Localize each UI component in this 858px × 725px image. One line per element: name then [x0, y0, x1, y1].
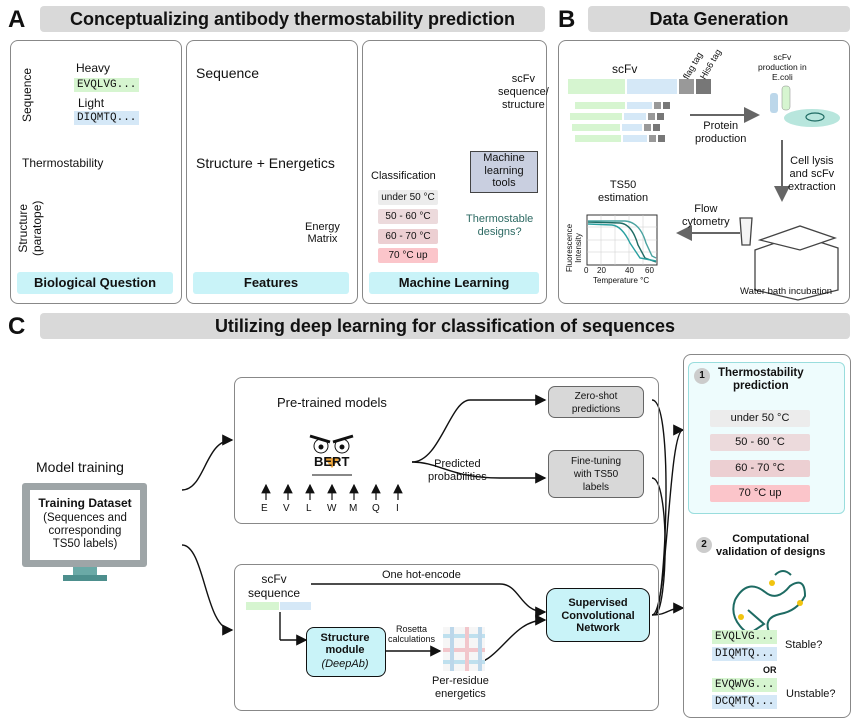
- training-dataset-title: Training Dataset: [38, 496, 132, 510]
- panel-b-title: Data Generation: [588, 6, 850, 32]
- e-coli-tube-icon: [770, 85, 840, 127]
- water-bath-icon: [739, 217, 839, 301]
- tick-20: 20: [597, 266, 606, 275]
- designed-protein-icon: [732, 570, 807, 637]
- protein-production-label: Protein production: [695, 120, 747, 145]
- features-panel: [186, 40, 358, 304]
- panel-a-letter: A: [8, 6, 26, 33]
- token-q: Q: [372, 503, 380, 514]
- flow-cytometry-label: Flow cytometry: [682, 203, 730, 228]
- thermostable-designs-label: Thermostable designs?: [466, 213, 534, 238]
- side-class-60-70: 60 - 70 °C: [710, 460, 810, 477]
- panel-a-title: Conceptualizing antibody thermostability…: [40, 6, 545, 32]
- model-training-label: Model training: [36, 459, 124, 475]
- step-1-badge: 1: [694, 368, 710, 384]
- data-generation-panel: [558, 40, 850, 304]
- ml-tools-box: Machine learning tools: [470, 151, 538, 193]
- design2-light-seq: DCQMTQ...: [712, 695, 778, 709]
- panel-c-letter: C: [8, 313, 26, 340]
- one-hot-label: One hot-encode: [382, 569, 461, 581]
- monitor-icon: [22, 483, 147, 581]
- supervised-cnn-box: Supervised Convolutional Network: [546, 588, 650, 642]
- class-50-60: 50 - 60 °C: [378, 209, 438, 224]
- ts50-estimation-label: TS50 estimation: [598, 179, 649, 204]
- thermostability-label: Thermostability: [22, 156, 104, 170]
- tick-0: 0: [584, 266, 589, 275]
- heavy-label: Heavy: [76, 61, 111, 75]
- light-seq: DIQMTQ...: [74, 111, 140, 125]
- scfv-seq-blue: [280, 602, 311, 610]
- design1-heavy-seq: EVQLVG...: [712, 630, 778, 644]
- design2-heavy-seq: EVQWVG...: [712, 678, 778, 692]
- panel-b-letter: B: [558, 6, 576, 33]
- tick-60: 60: [645, 266, 654, 275]
- features-footer: Features: [193, 272, 349, 294]
- scfv-sequence-label: scFv sequence: [248, 572, 301, 600]
- side-class-70-up: 70 °C up: [710, 485, 810, 502]
- classification-label: Classification: [371, 170, 436, 182]
- to-cnn-arrow: [181, 544, 234, 636]
- light-label: Light: [78, 96, 105, 110]
- features-sequence-label: Sequence: [196, 65, 260, 81]
- features-structure-label: Structure + Energetics: [196, 155, 335, 171]
- scfv-structure-label: scFv sequence/ structure: [498, 73, 549, 111]
- validation-title: Computational validation of designs: [716, 533, 826, 558]
- side-class-50-60: 50 - 60 °C: [710, 434, 810, 451]
- panel-c-title: Utilizing deep learning for classificati…: [40, 313, 850, 339]
- temperature-axis-label: Temperature °C: [593, 276, 650, 285]
- heavy-seq: EVQLVG...: [74, 78, 140, 92]
- token-w: W: [327, 503, 337, 514]
- scfv-construct-bars: [568, 79, 711, 142]
- deepab-label: (DeepAb): [321, 658, 369, 670]
- token-e: E: [261, 503, 268, 514]
- bert-label: BERT: [314, 454, 350, 469]
- pretrained-models-panel: [234, 377, 659, 524]
- thermostability-prediction-title: Thermostability prediction: [718, 367, 804, 392]
- ecoli-production-label: scFv production in E.coli: [758, 52, 807, 82]
- energy-matrix-label: Energy Matrix: [305, 221, 340, 245]
- token-i: I: [396, 503, 399, 514]
- fine-tuning-box: Fine-tuning with TS50 labels: [548, 450, 644, 498]
- unstable-label: Unstable?: [786, 688, 836, 700]
- bert-face-icon: [309, 434, 354, 476]
- per-residue-matrix-icon: [443, 627, 485, 671]
- design1-light-seq: DIQMTQ...: [712, 647, 778, 661]
- scfv-seq-green: [246, 602, 279, 610]
- token-v: V: [283, 503, 290, 514]
- ts50-plot: [586, 214, 658, 266]
- or-label: OR: [763, 665, 777, 675]
- predicted-probabilities-label: Predicted probabilities: [428, 458, 487, 483]
- step-2-badge: 2: [696, 537, 712, 553]
- pretrained-models-label: Pre-trained models: [277, 395, 387, 410]
- class-60-70: 60 - 70 °C: [378, 229, 438, 244]
- structure-module-label: Structure module: [320, 632, 370, 656]
- water-bath-label: Water bath incubation: [740, 286, 833, 297]
- token-l: L: [306, 503, 312, 514]
- class-under-50: under 50 °C: [378, 190, 438, 205]
- side-class-under-50: under 50 °C: [710, 410, 810, 427]
- machine-learning-footer: Machine Learning: [369, 272, 539, 294]
- rosetta-label: Rosetta calculations: [388, 624, 436, 644]
- class-70-up: 70 °C up: [378, 248, 438, 263]
- scfv-label: scFv: [612, 62, 638, 76]
- token-m: M: [349, 503, 358, 514]
- zero-shot-box: Zero-shot predictions: [548, 386, 644, 418]
- to-pretrained-arrow: [181, 434, 234, 491]
- structure-axis-label: Structure (paratope): [16, 200, 44, 256]
- fluorescence-axis-label: Fluorescence Intensity: [565, 223, 583, 272]
- sequence-axis-label: Sequence: [20, 67, 34, 122]
- per-residue-label: Per-residue energetics: [432, 675, 489, 700]
- results-panel: [683, 354, 851, 718]
- bio-question-footer: Biological Question: [17, 272, 173, 294]
- structure-module-box: [306, 627, 386, 677]
- cell-lysis-label: Cell lysis and scFv extraction: [788, 155, 836, 193]
- tick-40: 40: [625, 266, 634, 275]
- training-dataset-body: (Sequences and corresponding TS50 labels…: [43, 512, 127, 550]
- cnn-pipeline-panel: [234, 564, 659, 711]
- stable-label: Stable?: [785, 639, 823, 651]
